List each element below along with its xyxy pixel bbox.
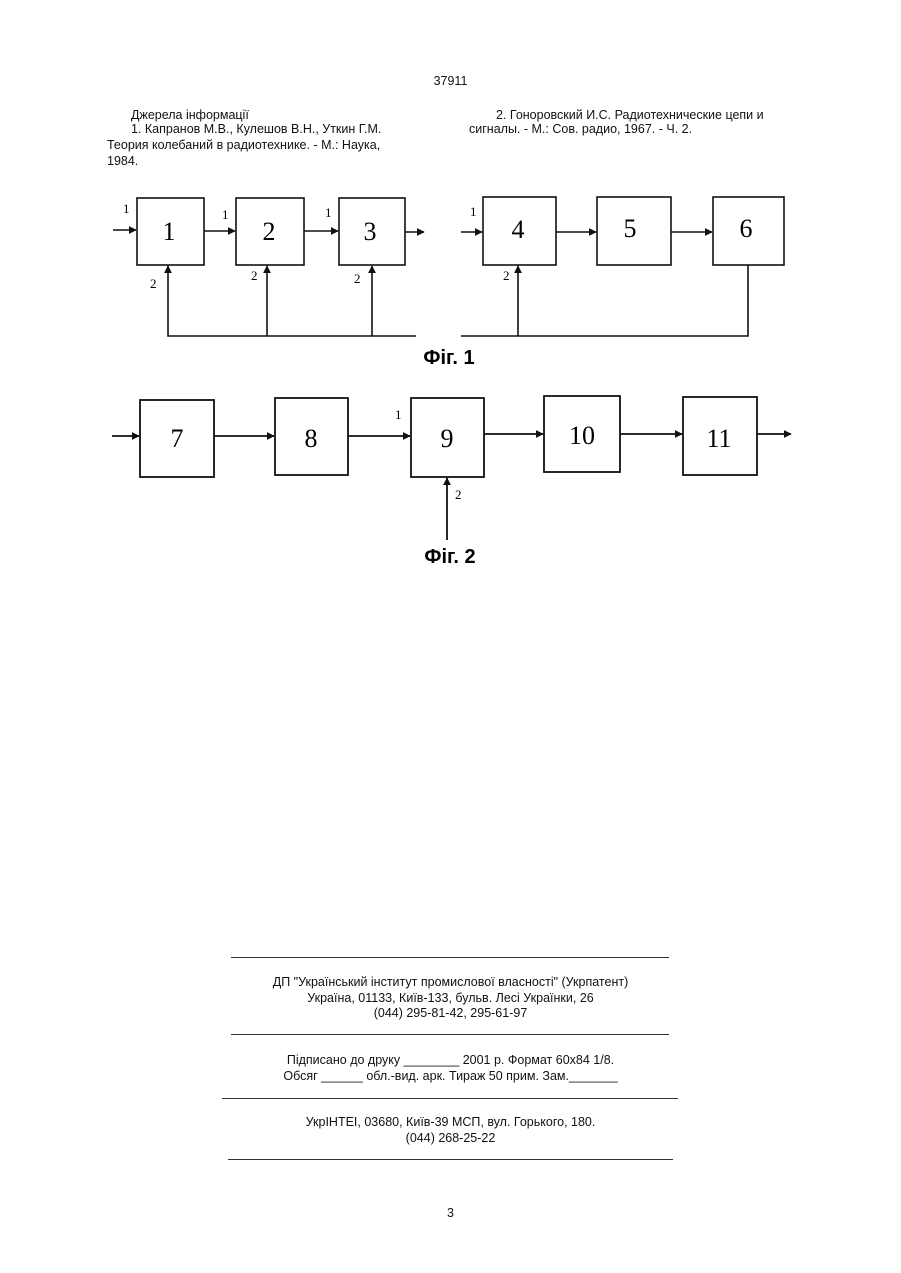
block-6-label: 6 bbox=[740, 214, 753, 243]
block-1-label: 1 bbox=[163, 217, 176, 246]
port-label-control-1: 2 bbox=[150, 276, 157, 291]
separator-rule bbox=[231, 957, 669, 958]
figure-2-caption: Фіг. 2 bbox=[424, 546, 475, 568]
block-diagrams: 1 2 3 4 5 6 1 1 1 1 2 2 2 2 Фіг. 1 7 8 9… bbox=[0, 0, 901, 600]
port-label-control-3: 2 bbox=[354, 271, 361, 286]
control-line-block-1 bbox=[168, 266, 416, 336]
port-label-control-4: 2 bbox=[503, 268, 510, 283]
block-9-label: 9 bbox=[441, 424, 454, 453]
port-label-input-9: 1 bbox=[395, 407, 402, 422]
page-number: 3 bbox=[0, 1206, 901, 1222]
port-label-control-9: 2 bbox=[455, 487, 462, 502]
figure-2 bbox=[112, 396, 791, 540]
block-11-label: 11 bbox=[706, 424, 731, 453]
print-signature-line: Підписано до друку ________ 2001 р. Форм… bbox=[0, 1053, 901, 1069]
printer-address: УкрІНТЕІ, 03680, Київ-39 МСП, вул. Горьк… bbox=[0, 1115, 901, 1131]
separator-rule bbox=[231, 1034, 669, 1035]
separator-rule bbox=[222, 1098, 678, 1099]
block-5-label: 5 bbox=[624, 214, 637, 243]
publisher-name: ДП "Український інститут промислової вла… bbox=[0, 975, 901, 991]
figure-1 bbox=[113, 197, 784, 336]
separator-rule bbox=[228, 1159, 673, 1160]
block-8-label: 8 bbox=[305, 424, 318, 453]
printer-phone: (044) 268-25-22 bbox=[0, 1131, 901, 1147]
port-label-control-2: 2 bbox=[251, 268, 258, 283]
block-7-label: 7 bbox=[171, 424, 184, 453]
publisher-address: Україна, 01133, Київ-133, бульв. Лесі Ук… bbox=[0, 991, 901, 1007]
block-4-label: 4 bbox=[512, 215, 525, 244]
port-label-input-1: 1 bbox=[123, 201, 130, 216]
port-label-input-4: 1 bbox=[470, 204, 477, 219]
block-3-label: 3 bbox=[364, 217, 377, 246]
port-label-input-2: 1 bbox=[222, 207, 229, 222]
block-2-label: 2 bbox=[263, 217, 276, 246]
publisher-phone: (044) 295-81-42, 295-61-97 bbox=[0, 1006, 901, 1022]
print-volume-line: Обсяг ______ обл.-вид. арк. Тираж 50 при… bbox=[0, 1069, 901, 1085]
figure-1-caption: Фіг. 1 bbox=[423, 347, 474, 369]
port-label-input-3: 1 bbox=[325, 205, 332, 220]
block-10-label: 10 bbox=[569, 421, 595, 450]
